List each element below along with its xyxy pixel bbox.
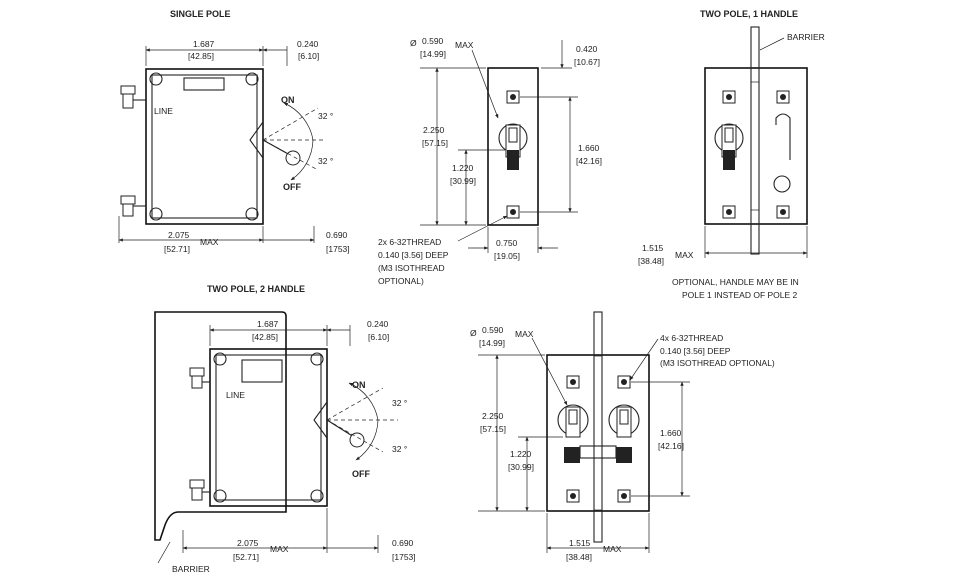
angle-bottom: 32 ° (318, 156, 333, 166)
double-dia-max: MAX (515, 329, 534, 339)
optional-note-2: POLE 1 INSTEAD OF POLE 2 (682, 290, 798, 300)
two-pole-on-label: ON (352, 380, 366, 390)
two-pole-front-view: 2.250 [57.15] 1.220 [30.99] 1.660 [42.16… (470, 311, 775, 562)
front-spacing-in: 1.660 (578, 143, 600, 153)
handle-tie-bar (579, 445, 617, 459)
single-pole-front-view: 2.250 [57.15] 1.220 [30.99] 1.660 [42.16… (378, 36, 602, 286)
angle-top: 32 ° (318, 111, 333, 121)
single-pole-side-view: SINGLE POLE LINE (118, 9, 350, 254)
double-center-in: 1.220 (510, 449, 532, 459)
thread-note-4: OPTIONAL) (378, 276, 424, 286)
two-pole-width-dim-in: 1.687 (257, 319, 279, 329)
double-center-mm: [30.99] (508, 462, 534, 472)
double-width-max: MAX (603, 544, 622, 554)
two-pole-width-mm: [38.48] (638, 256, 664, 266)
double-height-in: 2.250 (482, 411, 504, 421)
front-height-mm: [57.15] (422, 138, 448, 148)
two-pole-angle-top: 32 ° (392, 398, 407, 408)
two-pole-two-handle-title: TWO POLE, 2 HANDLE (207, 284, 305, 294)
two-pole-line-label: LINE (226, 390, 245, 400)
double-dia-symbol: Ø (470, 328, 477, 338)
two-pole-side-body (209, 348, 328, 507)
top-mm: [10.67] (574, 57, 600, 67)
two-pole-body (704, 67, 808, 225)
single-pole-body (145, 68, 264, 225)
two-pole-overall-max: MAX (270, 544, 289, 554)
double-thread-3: (M3 ISOTHREAD OPTIONAL) (660, 358, 775, 368)
on-label: ON (281, 95, 295, 105)
dia-in: 0.590 (422, 36, 444, 46)
width-dim-mm: [42.85] (188, 51, 214, 61)
barrier-plate (750, 26, 760, 255)
barrier-plate-side (154, 311, 287, 541)
front-double-body (546, 354, 650, 512)
two-pole-handle-dim-mm: [6.10] (368, 332, 389, 342)
behind-dim-mm: [1753] (326, 244, 350, 254)
two-pole-width-in: 1.515 (642, 243, 664, 253)
double-thread-2: 0.140 [3.56] DEEP (660, 346, 731, 356)
two-pole-off-label: OFF (352, 469, 370, 479)
line-label: LINE (154, 106, 173, 116)
two-pole-terminal-top (189, 367, 210, 389)
front-center-mm: [30.99] (450, 176, 476, 186)
two-pole-side-handle (313, 382, 398, 461)
double-width-mm: [38.48] (566, 552, 592, 562)
two-pole-handle-dim-in: 0.240 (367, 319, 389, 329)
double-spacing-in: 1.660 (660, 428, 682, 438)
two-pole-angle-bottom: 32 ° (392, 444, 407, 454)
thread-note-2: 0.140 [3.56] DEEP (378, 250, 449, 260)
two-pole-barrier-label: BARRIER (172, 564, 210, 574)
two-pole-one-handle-view: TWO POLE, 1 HANDLE BARRIER 1.515 [38.48]… (638, 9, 825, 300)
width-dim-in: 1.687 (193, 39, 215, 49)
handle-dim-mm: [6.10] (298, 51, 319, 61)
double-dia-mm: [14.99] (479, 338, 505, 348)
two-pole-one-handle-title: TWO POLE, 1 HANDLE (700, 9, 798, 19)
handle-dim-in: 0.240 (297, 39, 319, 49)
thread-note-3: (M3 ISOTHREAD (378, 263, 445, 273)
two-pole-terminal-bottom (189, 479, 210, 501)
two-pole-behind-mm: [1753] (392, 552, 416, 562)
overall-dim-in: 2.075 (168, 230, 190, 240)
dia-symbol: Ø (410, 38, 417, 48)
single-pole-handle (249, 102, 325, 181)
barrier-label: BARRIER (787, 32, 825, 42)
two-pole-toggle (714, 123, 744, 170)
two-pole-behind-in: 0.690 (392, 538, 414, 548)
double-spacing-mm: [42.16] (658, 441, 684, 451)
overall-max: MAX (200, 237, 219, 247)
front-double-barrier (593, 311, 603, 543)
top-in: 0.420 (576, 44, 598, 54)
optional-note-1: OPTIONAL, HANDLE MAY BE IN (672, 277, 799, 287)
front-width-mm: [19.05] (494, 251, 520, 261)
double-dia-in: 0.590 (482, 325, 504, 335)
dia-max: MAX (455, 40, 474, 50)
front-center-in: 1.220 (452, 163, 474, 173)
line-terminal-top (120, 85, 146, 109)
front-double-toggle-left (557, 404, 589, 463)
front-single-body (487, 67, 539, 226)
double-thread-1: 4x 6-32THREAD (660, 333, 723, 343)
front-double-toggle-right (608, 404, 640, 463)
single-pole-title: SINGLE POLE (170, 9, 231, 19)
overall-dim-mm: [52.71] (164, 244, 190, 254)
front-spacing-mm: [42.16] (576, 156, 602, 166)
two-pole-overall-in: 2.075 (237, 538, 259, 548)
front-width-in: 0.750 (496, 238, 518, 248)
two-pole-overall-mm: [52.71] (233, 552, 259, 562)
off-label: OFF (283, 182, 301, 192)
dia-mm: [14.99] (420, 49, 446, 59)
two-pole-width-max: MAX (675, 250, 694, 260)
line-terminal-bottom (120, 195, 146, 217)
front-single-toggle (498, 123, 528, 170)
two-pole-width-dim-mm: [42.85] (252, 332, 278, 342)
thread-note-1: 2x 6-32THREAD (378, 237, 441, 247)
front-height-in: 2.250 (423, 125, 445, 135)
behind-dim-in: 0.690 (326, 230, 348, 240)
two-pole-two-handle-side-view: TWO POLE, 2 HANDLE LINE (154, 284, 416, 574)
double-width-in: 1.515 (569, 538, 591, 548)
double-height-mm: [57.15] (480, 424, 506, 434)
